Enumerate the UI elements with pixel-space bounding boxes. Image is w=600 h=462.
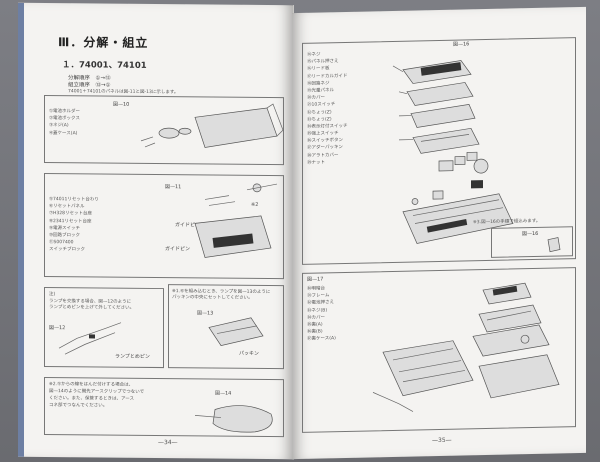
- page-number-right: —35—: [432, 436, 452, 445]
- reed-plate-shape: [406, 82, 474, 106]
- packing-shape: [208, 317, 264, 346]
- leader-line: [372, 392, 414, 412]
- bright-dark-stand-shape: [482, 282, 532, 305]
- switch-shape-3: [466, 151, 478, 161]
- figure-10-drawing: [140, 103, 284, 148]
- frame-shape: [478, 304, 542, 333]
- push-switch-shape: [432, 190, 444, 200]
- battery-holder-plate-shape: [472, 324, 550, 357]
- figure-14-drawing: [194, 405, 273, 433]
- switch-block-shape: [212, 233, 254, 248]
- lamp-pin-line: [58, 322, 122, 349]
- lamp-lines: [204, 195, 236, 206]
- intro-line2-value: ⑬→①: [95, 82, 111, 89]
- figure-16-inset-drawing: [547, 237, 561, 253]
- intro-line1-value: ①→⑬: [95, 75, 111, 82]
- binding-strip: [18, 2, 24, 457]
- bright-dark-inner: [492, 285, 518, 296]
- figure-13-box: ※1.⑥を組み込むとき、ランプを図—13のように パッキンの中央にセットしてくだ…: [168, 284, 284, 370]
- battery-cover-shape: [194, 107, 278, 148]
- lamp-pin-shape: [89, 334, 95, 339]
- ground-clip-shape: [212, 405, 273, 433]
- battery-holder-shape: [158, 127, 180, 139]
- figure-12-drawing: [58, 322, 122, 355]
- subsection-title: １．74001、74101: [62, 60, 147, 71]
- cover-shape: [478, 354, 560, 399]
- battery-cover-edge: [266, 103, 284, 137]
- screw-shape: [178, 127, 192, 135]
- intro-line1-prefix: 分解順序: [68, 75, 91, 82]
- page-number-left: —34—: [158, 439, 178, 447]
- leader-lines: [392, 65, 413, 141]
- light-panel-inner: [420, 134, 470, 142]
- speaker-grille-shape: [420, 62, 462, 76]
- right-page: 図—16 ⑭ネジ ⑮パネル押さえ ⑯リード板 ⑰リードカルガイド ⑱回路ネジ ⑲…: [292, 6, 586, 460]
- packing-shape: [426, 219, 468, 233]
- figure-11-box: 図—11 ⑤74011リセット台わり ⑥リセットパネル ⑦H328リセット台座 …: [44, 173, 284, 280]
- figure-11-drawing: [194, 183, 278, 258]
- screw-lines: [140, 136, 156, 148]
- figure-12-box: 注) ランプを交換する場合、図—12のように ランプとめピンを上げて外してくださ…: [44, 287, 164, 369]
- figure-10-box: 図—10 ①電池ホルダー ②電池ボックス ③ネジ(A) ④蓋ケース(A): [44, 95, 284, 166]
- clip-shape: [547, 237, 561, 253]
- figure-16-exploded-drawing: [392, 60, 514, 244]
- figure-16-box: 図—16 ⑭ネジ ⑮パネル押さえ ⑯リード板 ⑰リードカルガイド ⑱回路ネジ ⑲…: [302, 37, 576, 265]
- section-title: Ⅲ．分解・組立: [58, 35, 149, 50]
- screw-axis: [246, 183, 278, 191]
- wire-line: [194, 414, 222, 418]
- switch-shape: [438, 160, 454, 172]
- figure-16-inset-box: 図—16: [491, 226, 573, 258]
- base-tray-lines: [412, 199, 504, 224]
- left-page: Ⅲ．分解・組立 １．74001、74101 分解順序 ①→⑬ 組立順序 ⑬→① …: [18, 2, 294, 460]
- reed-guide-shape: [410, 103, 476, 128]
- lamp-pin-line-2: [64, 332, 116, 355]
- display-switch-shape: [471, 180, 483, 189]
- lamp-line: [216, 325, 258, 334]
- switch-shape-2: [454, 156, 466, 166]
- figure-14-box: ※2.⑤からの線をはんだ付けする場合は、 図—14のように開先アースクリップでつ…: [44, 377, 284, 438]
- figure-17-box: 図—17 ㉚明暗台 ㉛フレーム ㉜電池押さえ ㉝ネジ(B) ㉞カバー ㉟裏(A)…: [302, 267, 576, 433]
- bottom-case-lines: [392, 348, 466, 383]
- light-panel-shape: [412, 127, 480, 154]
- screw-shape: [520, 334, 530, 344]
- round-switch-shape: [473, 158, 489, 174]
- bottom-case-shape: [382, 340, 474, 397]
- figure-13-drawing: [208, 317, 264, 346]
- frame-inner: [486, 310, 532, 321]
- intro-line2-prefix: 組立順序: [68, 82, 91, 89]
- figure-17-exploded-drawing: [372, 282, 560, 412]
- button-shape: [411, 198, 419, 205]
- intro-block: 分解順序 ①→⑬ 組立順序 ⑬→① 74001＋74101のパネルは図-11と図…: [68, 75, 178, 96]
